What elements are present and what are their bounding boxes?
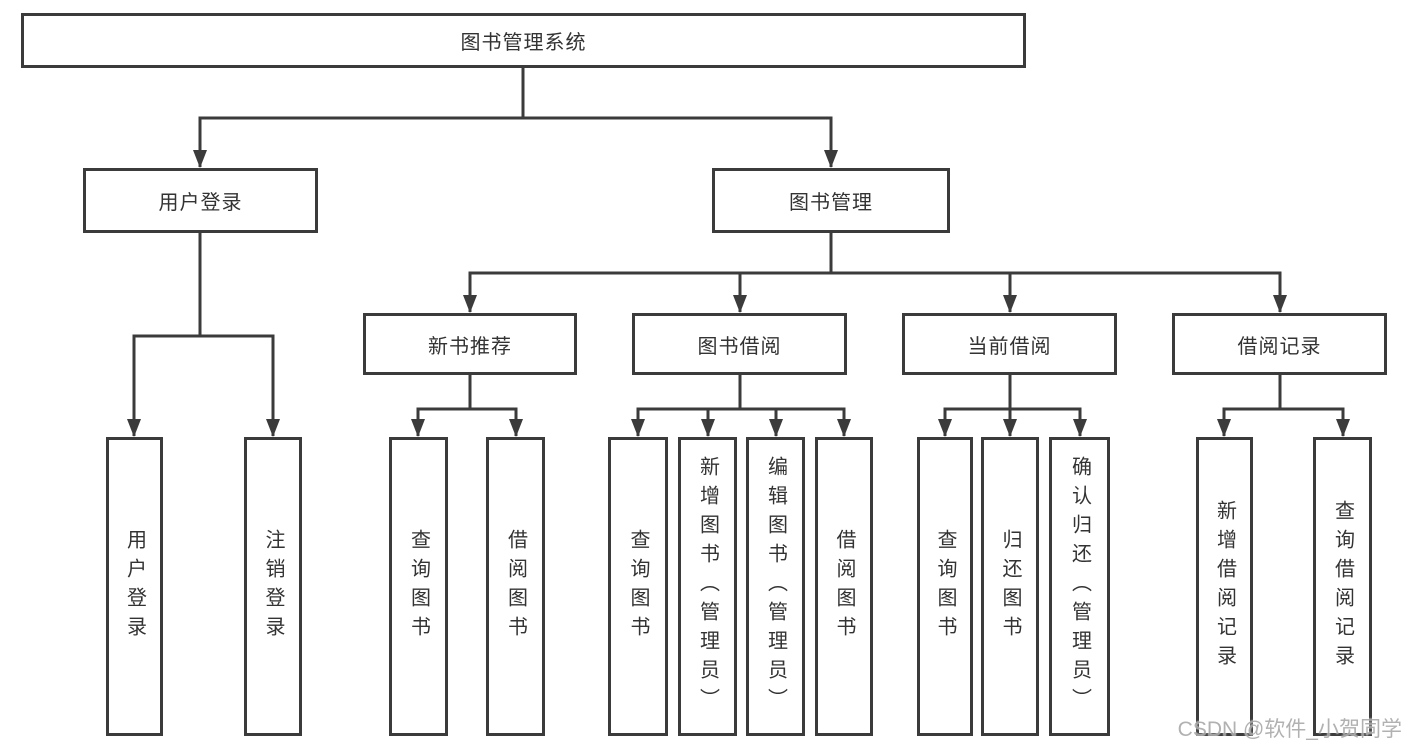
node-borrow-record: 借阅记录 xyxy=(1172,313,1387,375)
node-leaf-add-books-admin: 新增图书（管理员） xyxy=(678,437,737,736)
node-leaf-edit-books-admin: 编辑图书（管理员） xyxy=(746,437,805,736)
node-leaf-query-books-1: 查询图书 xyxy=(389,437,448,736)
node-root: 图书管理系统 xyxy=(21,13,1026,68)
node-leaf-borrow-books-1: 借阅图书 xyxy=(486,437,545,736)
node-book-borrow: 图书借阅 xyxy=(632,313,847,375)
node-leaf-add-borrow-record: 新增借阅记录 xyxy=(1196,437,1253,736)
node-leaf-confirm-return-admin: 确认归还（管理员） xyxy=(1049,437,1110,736)
node-leaf-user-login: 用户登录 xyxy=(106,437,163,736)
csdn-watermark: CSDN @软件_小贺同学 xyxy=(1177,718,1402,741)
node-current-borrow: 当前借阅 xyxy=(902,313,1117,375)
node-new-book-recommend: 新书推荐 xyxy=(363,313,577,375)
node-leaf-return-books: 归还图书 xyxy=(981,437,1039,736)
node-leaf-query-books-3: 查询图书 xyxy=(917,437,973,736)
node-leaf-query-borrow-record: 查询借阅记录 xyxy=(1313,437,1372,736)
node-user-login: 用户登录 xyxy=(83,168,318,233)
node-leaf-logout: 注销登录 xyxy=(244,437,302,736)
node-book-management: 图书管理 xyxy=(712,168,950,233)
node-leaf-query-books-2: 查询图书 xyxy=(608,437,668,736)
node-leaf-borrow-books-2: 借阅图书 xyxy=(815,437,873,736)
